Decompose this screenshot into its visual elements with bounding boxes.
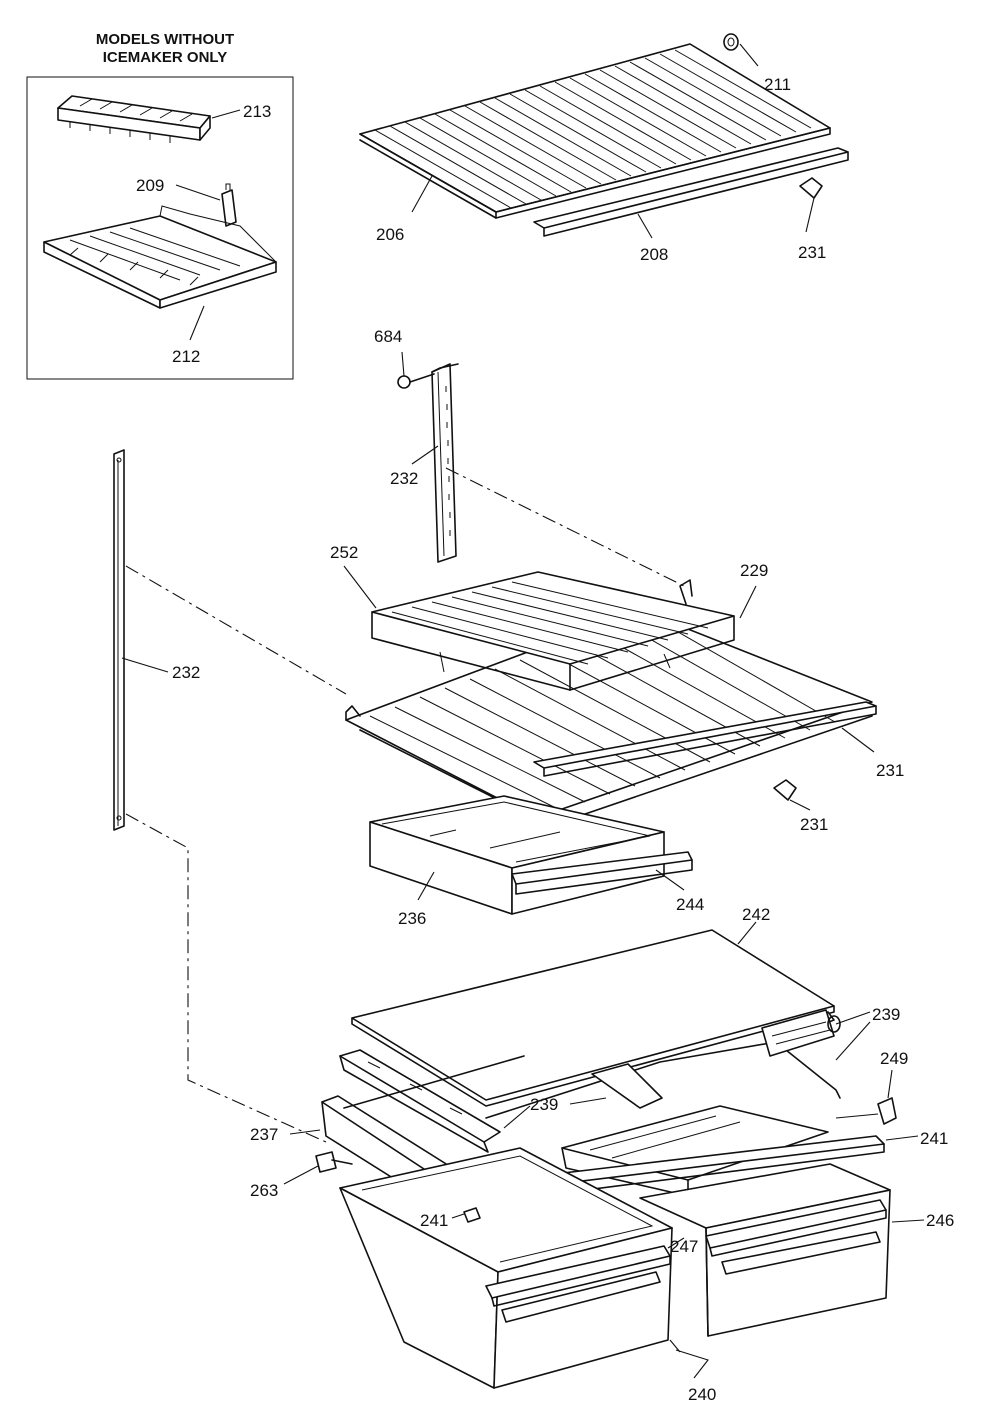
label-240: 240 [688, 1385, 716, 1404]
part-211-screw [723, 33, 739, 51]
part-242-glass-cover [351, 929, 835, 1107]
part-229-glass-shelf [345, 579, 873, 827]
inset-title-line1: MODELS WITHOUT [96, 31, 234, 48]
part-208-shelf-trim [533, 147, 849, 237]
label-684: 684 [374, 327, 402, 346]
part-244-drawer-front [511, 851, 693, 895]
part-236-meat-drawer [369, 795, 665, 915]
label-212: 212 [172, 347, 200, 366]
part-252-crisper-cover [371, 571, 735, 691]
part-209-clip [221, 183, 237, 227]
label-242: 242 [742, 905, 770, 924]
label-239-mid: 239 [530, 1095, 558, 1114]
part-213-ice-tray [57, 95, 211, 143]
label-263: 263 [250, 1181, 278, 1200]
inset-panel: MODELS WITHOUT ICEMAKER ONLY 213 209 [26, 31, 294, 380]
part-206-top-wire-shelf [359, 43, 831, 219]
label-231-top: 231 [798, 243, 826, 262]
label-213: 213 [243, 102, 271, 121]
label-211: 211 [764, 75, 791, 94]
part-263-clip [315, 1151, 353, 1173]
part-246-right-drawer [639, 1163, 891, 1337]
part-231-clip-mid [773, 779, 797, 801]
part-crisper-frame [339, 1011, 841, 1197]
inset-border [26, 76, 294, 380]
label-231-mid: 231 [800, 815, 828, 834]
inset-title-line2: ICEMAKER ONLY [103, 49, 227, 66]
part-684-screw [397, 373, 435, 389]
label-246: 246 [926, 1211, 954, 1230]
part-232-upper-shelf-support [431, 363, 459, 563]
part-232-left-rail [113, 449, 125, 831]
part-212-ice-bin [43, 205, 277, 309]
label-209: 209 [136, 176, 164, 195]
label-236: 236 [398, 909, 426, 928]
label-232-upper: 232 [390, 469, 418, 488]
label-237: 237 [250, 1125, 278, 1144]
label-206: 206 [376, 225, 404, 244]
label-231-right: 231 [876, 761, 904, 780]
label-252: 252 [330, 543, 358, 562]
part-231-clip-top [799, 177, 823, 199]
label-247: 247 [670, 1237, 698, 1256]
label-232-left: 232 [172, 663, 200, 682]
label-208: 208 [640, 245, 668, 264]
label-241-right: 241 [920, 1129, 948, 1148]
label-241-left: 241 [420, 1211, 448, 1230]
label-244: 244 [676, 895, 704, 914]
label-229: 229 [740, 561, 768, 580]
label-239-right: 239 [872, 1005, 900, 1024]
part-249-latch [877, 1097, 897, 1125]
part-239-rollers [761, 1009, 841, 1057]
part-231-shelf-trim [533, 701, 877, 777]
label-249: 249 [880, 1049, 908, 1068]
part-247-left-drawer [339, 1147, 673, 1389]
